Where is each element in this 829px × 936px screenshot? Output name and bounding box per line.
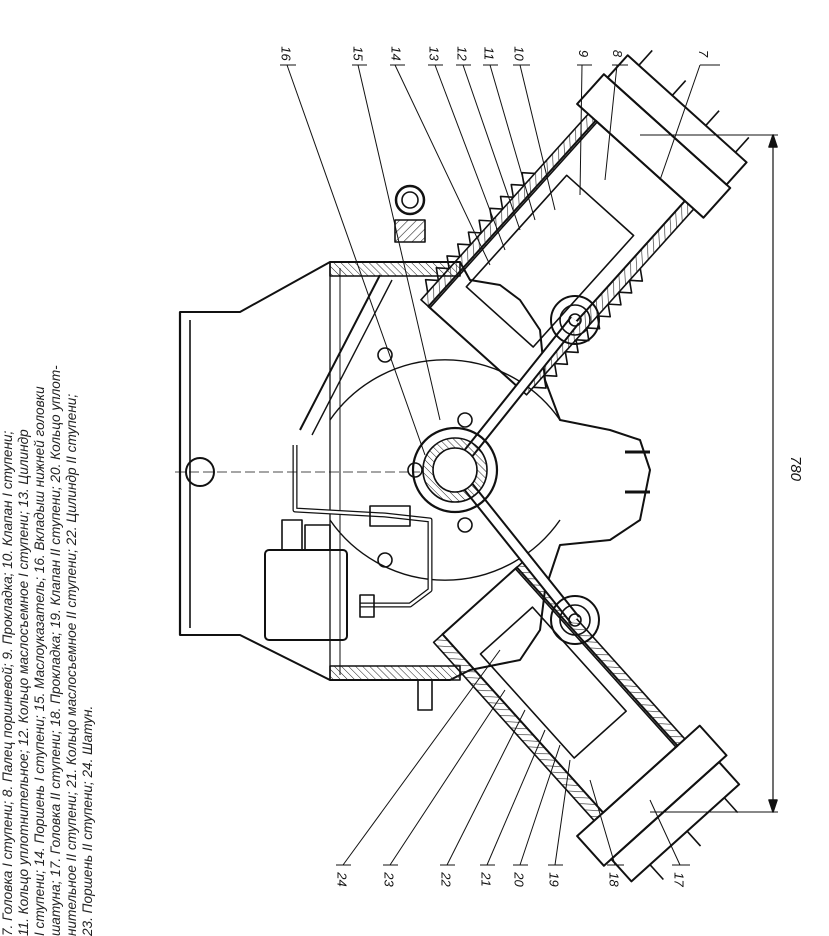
label-7: 7 <box>696 49 712 58</box>
label-19: 19 <box>546 872 562 887</box>
label-14: 14 <box>388 46 404 61</box>
label-23: 23 <box>381 872 397 887</box>
label-22: 22 <box>438 872 454 887</box>
label-12: 12 <box>454 46 470 61</box>
label-13: 13 <box>426 46 442 61</box>
label-10: 10 <box>511 46 527 61</box>
label-15: 15 <box>350 46 366 61</box>
dimension-780: 780 <box>787 455 805 482</box>
lifting-eye <box>394 184 426 216</box>
label-8: 8 <box>610 49 626 58</box>
label-24: 24 <box>334 872 350 887</box>
label-16: 16 <box>278 46 294 61</box>
drain-plug <box>185 457 215 487</box>
piston-pin-2 <box>550 595 600 645</box>
label-17: 17 <box>671 872 687 887</box>
crank-big-end <box>411 426 499 514</box>
piston-pin-1 <box>550 295 600 345</box>
label-9: 9 <box>576 49 592 58</box>
label-21: 21 <box>478 872 494 887</box>
label-11: 11 <box>481 46 497 61</box>
label-20: 20 <box>511 872 527 887</box>
cylinder-stage-1 <box>420 49 750 396</box>
label-18: 18 <box>606 872 622 887</box>
oil-box <box>264 549 348 641</box>
